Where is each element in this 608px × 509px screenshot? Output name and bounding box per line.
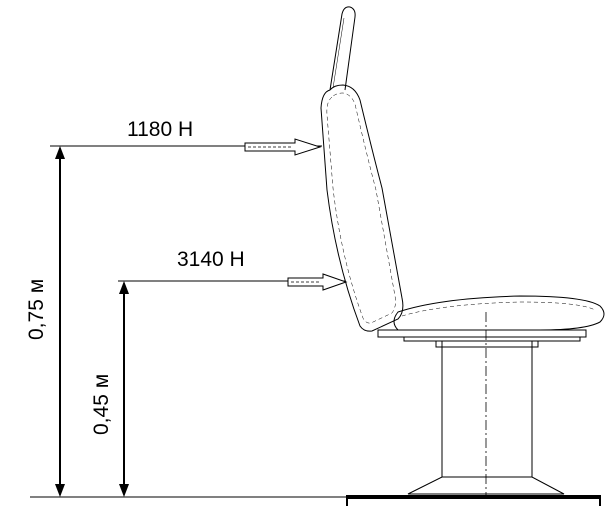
upper-force-label: 1180 Н	[127, 118, 193, 141]
seat-head-handle	[329, 6, 356, 91]
seat-backrest	[320, 84, 404, 332]
seat-column	[441, 340, 533, 478]
lower-height-label: 0,45 м	[90, 374, 113, 435]
seat-base	[407, 476, 565, 495]
seat-frame	[377, 329, 587, 338]
dimension-lower-height	[118, 280, 345, 497]
upper-height-label: 0,75 м	[25, 279, 48, 340]
floor-plate	[346, 495, 601, 499]
lower-force-label: 3140 Н	[177, 248, 245, 271]
force-arrow-lower	[287, 273, 348, 291]
seat-drawing	[320, 6, 605, 496]
dimension-upper-height	[50, 145, 322, 497]
seat-cushion	[393, 295, 605, 331]
force-arrow-upper	[244, 138, 322, 156]
